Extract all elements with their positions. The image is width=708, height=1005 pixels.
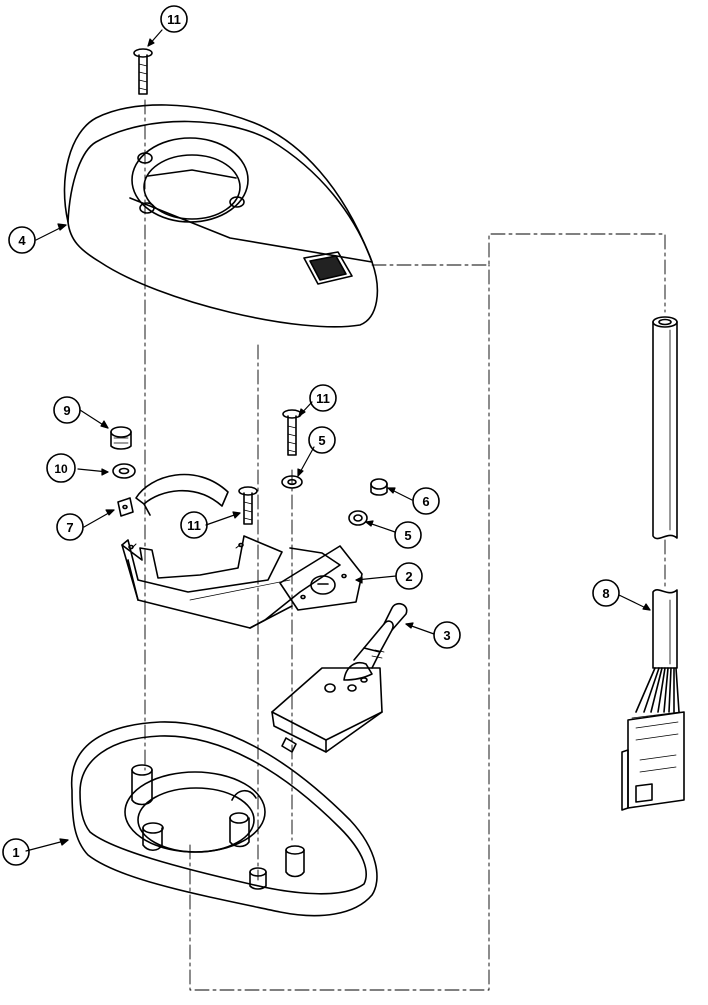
callout-label: 4 [18, 233, 26, 248]
washer-5-lower [348, 510, 368, 526]
callout-label: 11 [167, 12, 181, 27]
callout-6: 6 [412, 487, 440, 515]
screw-11-top [133, 48, 153, 95]
joystick-part-3 [271, 602, 408, 753]
leader-lines [25, 29, 651, 852]
callout-label: 8 [602, 586, 609, 601]
cable-tube [652, 316, 678, 540]
callout-label: 11 [316, 391, 330, 406]
callout-label: 11 [187, 518, 201, 533]
harness-part-8 [621, 589, 685, 811]
callout-9: 9 [53, 396, 81, 424]
callout-label: 6 [422, 494, 429, 509]
callout-10: 10 [46, 453, 76, 483]
callout-5-upper: 5 [308, 426, 336, 454]
callout-5-lower: 5 [394, 521, 422, 549]
callout-label: 1 [12, 845, 19, 860]
callout-label: 10 [54, 462, 68, 476]
washer-part-10 [112, 463, 136, 479]
callout-label: 9 [63, 403, 70, 418]
callout-4: 4 [8, 226, 36, 254]
support-band [135, 473, 229, 516]
clip-part-7 [117, 497, 134, 517]
callout-7: 7 [56, 513, 84, 541]
bracket-part-2 [121, 535, 363, 629]
callout-label: 5 [318, 433, 325, 448]
callout-2: 2 [395, 562, 423, 590]
callout-8: 8 [592, 579, 620, 607]
screw-11-mid-left [238, 486, 258, 525]
base-housing-part-1 [70, 721, 378, 917]
callout-label: 2 [405, 569, 412, 584]
callout-11-mid-left: 11 [180, 511, 208, 539]
callout-1: 1 [2, 838, 30, 866]
callout-label: 7 [66, 520, 73, 535]
callout-label: 3 [443, 628, 450, 643]
upper-cover-part-4 [63, 104, 379, 328]
callout-11-top: 11 [160, 5, 188, 33]
screw-part-9 [110, 426, 132, 450]
washer-5-upper [281, 475, 303, 489]
assembly-lines [144, 99, 666, 991]
callout-label: 5 [404, 528, 411, 543]
callout-11-mid-right: 11 [309, 384, 337, 412]
screw-11-mid-right [282, 409, 302, 456]
screw-part-6 [370, 478, 388, 496]
callout-3: 3 [433, 621, 461, 649]
